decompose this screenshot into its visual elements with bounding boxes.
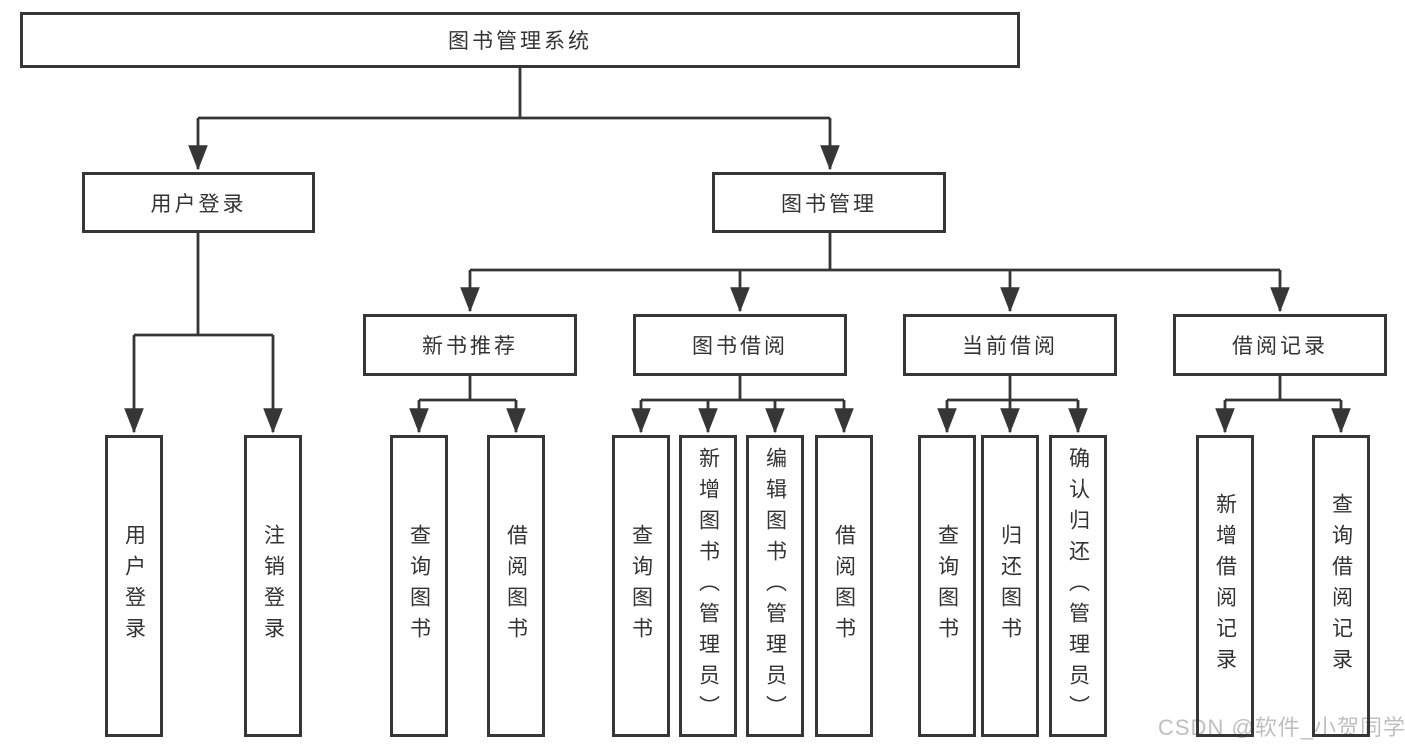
leaf-add-borrow-record: 新增借阅记录	[1196, 435, 1254, 737]
csdn-watermark: CSDN @软件_小贺同学	[1158, 715, 1405, 740]
leaf-add-book-admin: 新增图书（管理员）	[679, 435, 737, 737]
leaf-query-books-1: 查询图书	[390, 435, 448, 737]
leaf-borrow-books-2: 借阅图书	[815, 435, 873, 737]
node-current-borrowing: 当前借阅	[903, 314, 1117, 376]
leaf-user-login: 用户登录	[105, 435, 163, 737]
node-new-book-recommendation: 新书推荐	[363, 314, 577, 376]
node-book-management: 图书管理	[712, 172, 946, 233]
leaf-confirm-return-admin: 确认归还（管理员）	[1049, 435, 1107, 737]
leaf-query-books-2: 查询图书	[612, 435, 670, 737]
node-book-borrowing: 图书借阅	[633, 314, 847, 376]
node-root-system: 图书管理系统	[20, 12, 1020, 68]
leaf-query-borrow-record: 查询借阅记录	[1312, 435, 1370, 737]
node-borrowing-records: 借阅记录	[1173, 314, 1387, 376]
leaf-edit-book-admin: 编辑图书（管理员）	[746, 435, 804, 737]
leaf-query-books-3: 查询图书	[918, 435, 976, 737]
node-user-login: 用户登录	[82, 172, 315, 233]
leaf-return-book: 归还图书	[981, 435, 1039, 737]
leaf-borrow-books-1: 借阅图书	[487, 435, 545, 737]
leaf-logout: 注销登录	[244, 435, 302, 737]
